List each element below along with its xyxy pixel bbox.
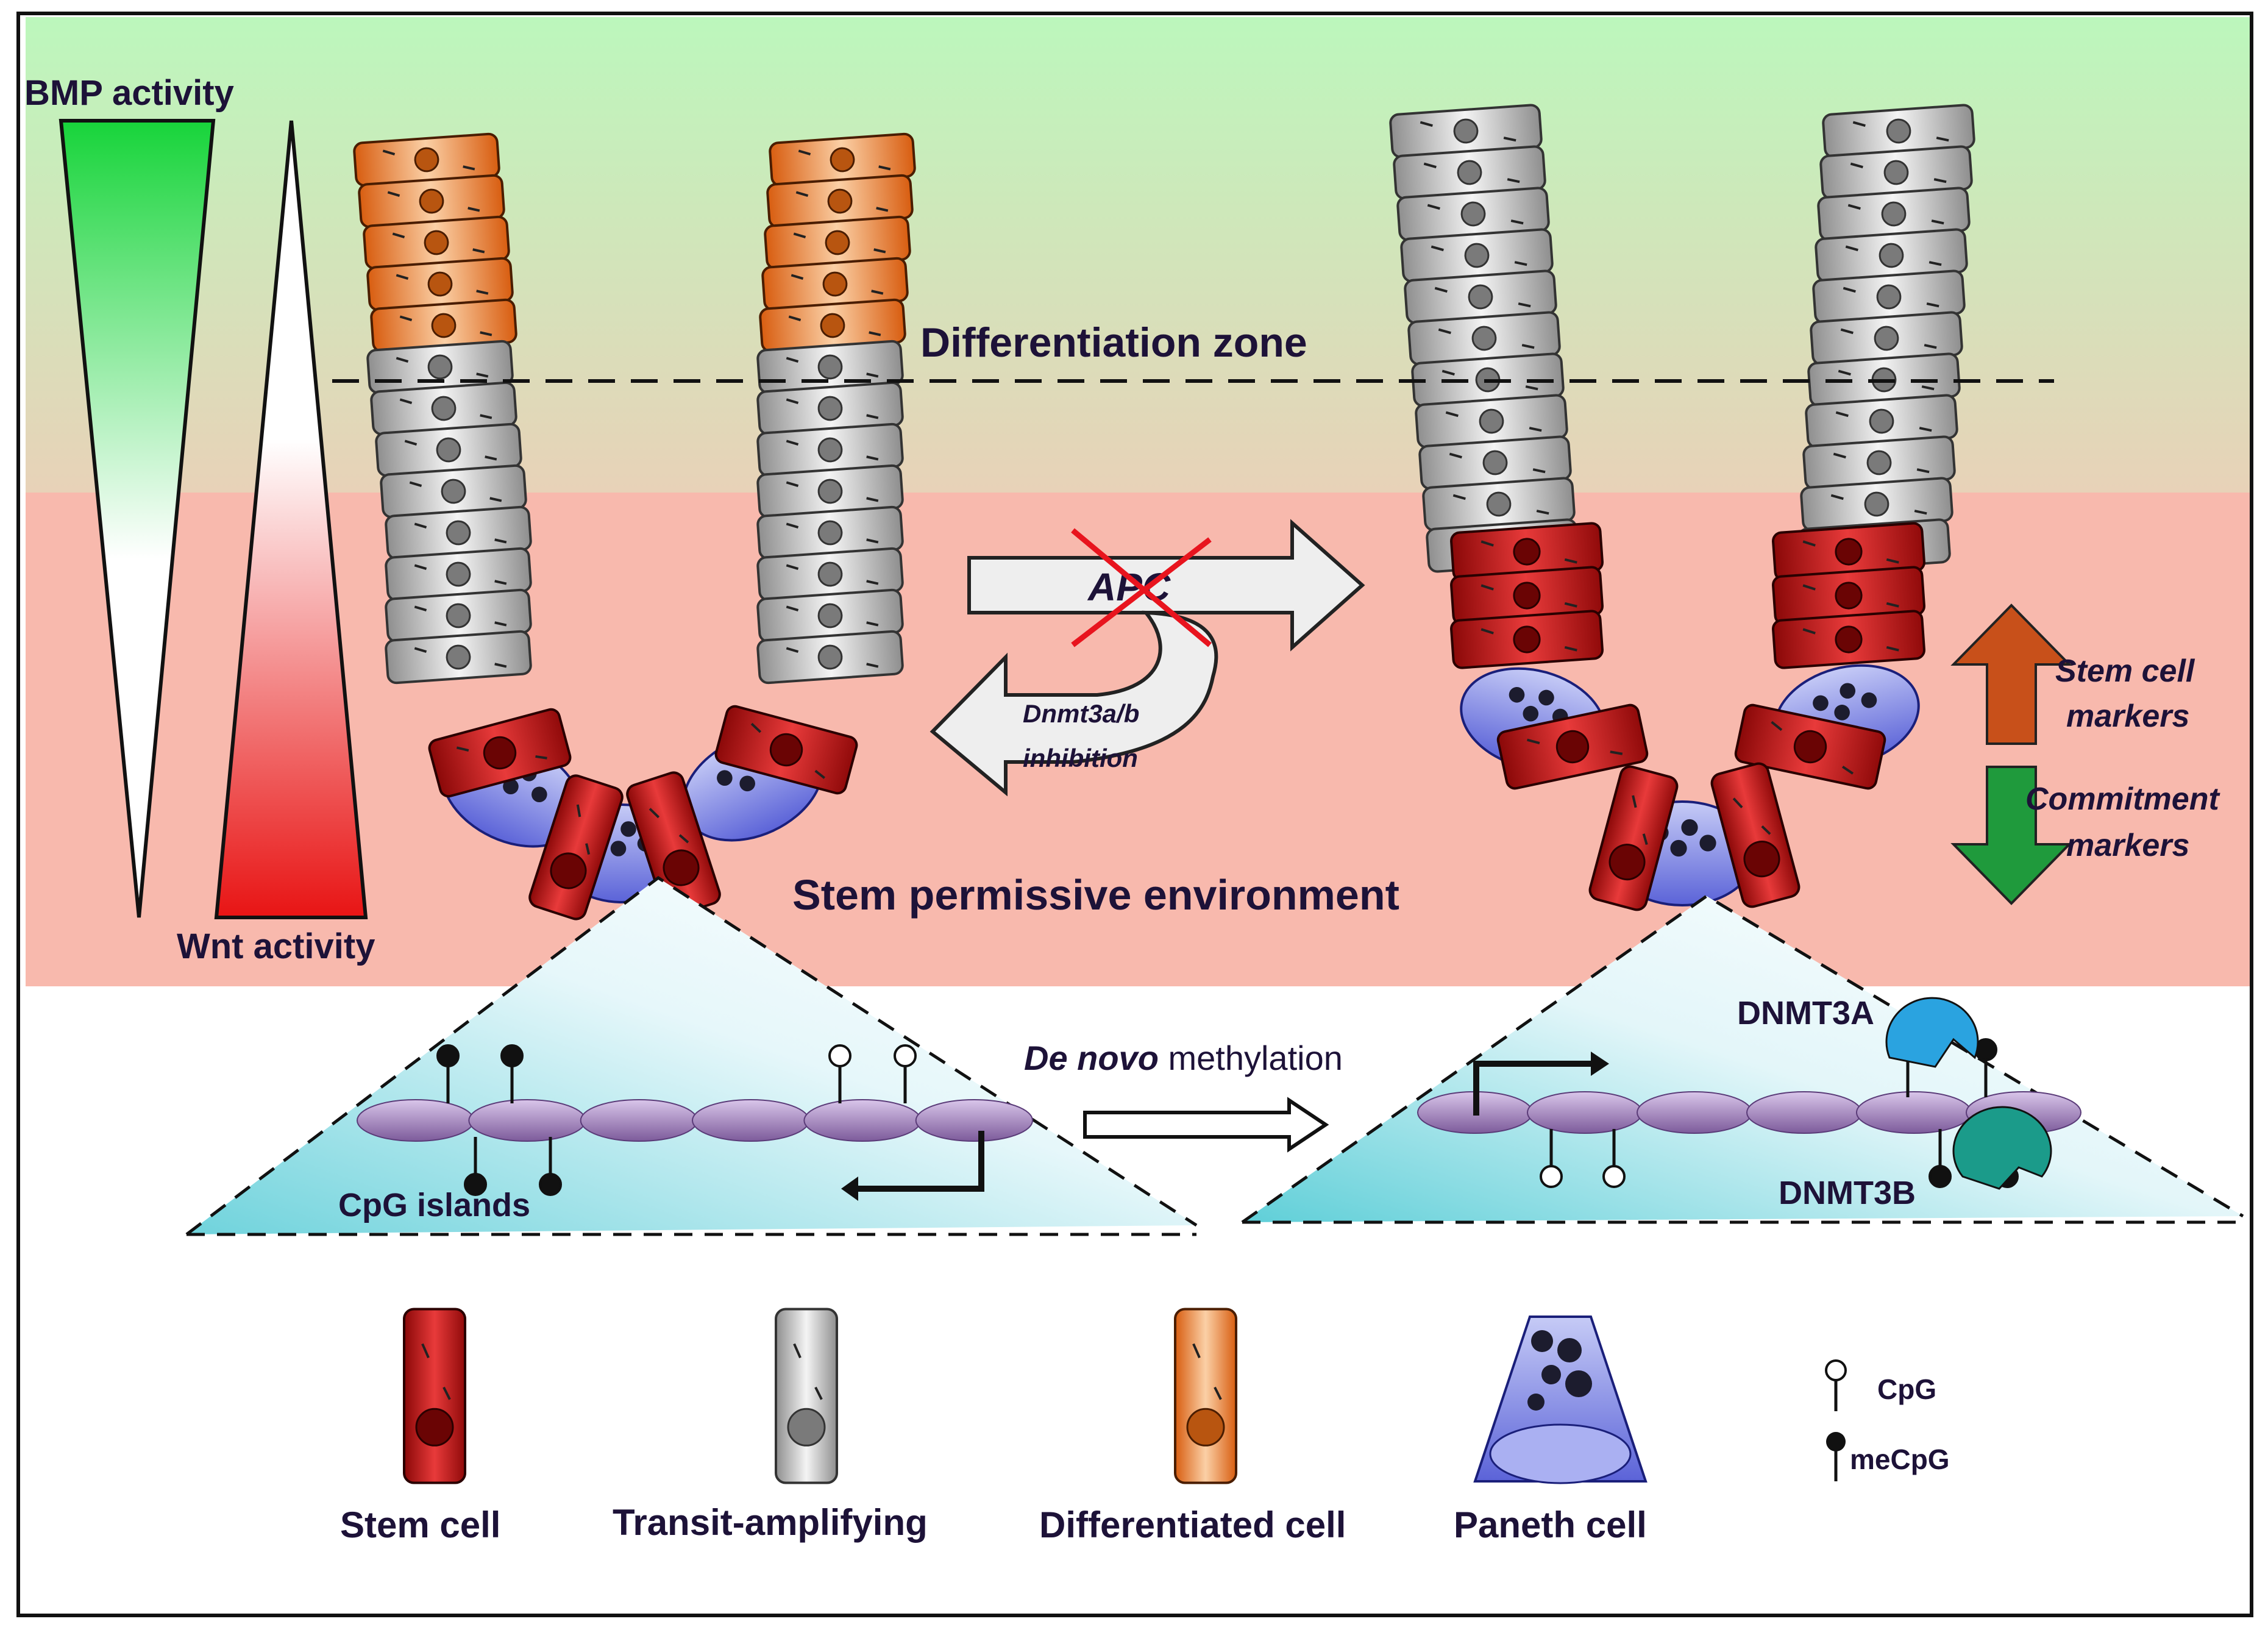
- stem-permissive-label: Stem permissive environment: [792, 871, 1399, 919]
- dnmt3b-label: DNMT3B: [1779, 1175, 1916, 1211]
- transit-cell: [385, 588, 532, 643]
- inhibition-label-line2: inhibition: [1023, 744, 1138, 772]
- stem-markers-label-line1: Stem cell: [2055, 653, 2195, 689]
- stem-cell: [428, 708, 572, 798]
- transit-cell: [1800, 477, 1953, 532]
- transit-cell: [756, 630, 904, 685]
- stem-cell: [1450, 566, 1604, 625]
- diff-cell: [366, 257, 514, 312]
- stem-cell: [1734, 703, 1886, 790]
- methylation-arrow: [1083, 1097, 1329, 1153]
- wnt-activity-label: Wnt activity: [177, 927, 375, 966]
- differentiation-zone-label: Differentiation zone: [920, 319, 1307, 366]
- legend-paneth-cell: [1473, 1315, 1648, 1484]
- transit-cell: [1810, 311, 1963, 366]
- stem-markers-label-line2: markers: [2066, 699, 2189, 734]
- stem-cell: [528, 774, 624, 920]
- transit-cell: [756, 588, 904, 643]
- legend-cpg-icon: [1825, 1359, 1847, 1411]
- commitment-markers-label-line1: Commitment: [2025, 781, 2220, 817]
- stem-cell: [1450, 522, 1604, 582]
- transit-cell: [756, 547, 904, 602]
- bmp-activity-label: BMP activity: [24, 73, 234, 113]
- wnt-gradient-triangle: [214, 120, 368, 919]
- crypt-apc-loss: [1389, 104, 1975, 911]
- legend-cpg-label: CpG: [1877, 1373, 1936, 1405]
- transit-cell: [370, 381, 517, 436]
- legend-stem-cell-label: Stem cell: [340, 1504, 500, 1545]
- dnmt3b-enzyme: [1952, 1106, 2052, 1190]
- diff-cell: [353, 132, 500, 187]
- dna-strand-unmethylated: [357, 1044, 1034, 1196]
- dnmt3a-label: DNMT3A: [1737, 995, 1874, 1031]
- stem-cell: [1710, 762, 1801, 908]
- transit-cell: [385, 505, 532, 560]
- transit-cell: [775, 1308, 838, 1484]
- transit-cell: [756, 422, 904, 477]
- stem-cell: [1496, 703, 1649, 790]
- stem-markers-up-arrow: [1950, 603, 2072, 745]
- transit-cell: [1400, 228, 1554, 283]
- legend-differentiated-label: Differentiated cell: [1039, 1504, 1346, 1545]
- zoom-left: [187, 878, 1196, 1234]
- diff-cell: [358, 174, 505, 229]
- methylation-title: De novo methylation: [1024, 1039, 1343, 1077]
- transit-cell: [385, 547, 532, 602]
- transit-cell: [1802, 435, 1956, 490]
- transit-cell: [1404, 269, 1557, 324]
- transit-cell: [1812, 269, 1966, 324]
- diff-cell: [370, 298, 517, 353]
- legend-mecpg-icon: [1826, 1432, 1846, 1481]
- legend-paneth-label: Paneth cell: [1454, 1504, 1647, 1545]
- transit-cell: [1418, 435, 1572, 490]
- bmp-gradient-triangle: [59, 119, 216, 918]
- diff-cell: [759, 298, 906, 353]
- crypt-normal: [353, 132, 916, 920]
- commitment-markers-down-arrow: [1950, 766, 2072, 905]
- legend-mecpg-label: meCpG: [1850, 1444, 1950, 1475]
- transit-cell: [1389, 104, 1543, 158]
- frame: [16, 12, 2253, 1617]
- legend: [403, 1308, 1648, 1484]
- diff-cell: [1174, 1308, 1237, 1484]
- transit-cell: [1822, 104, 1975, 158]
- reverse-arrow: [930, 610, 1218, 797]
- stem-cell: [403, 1308, 466, 1484]
- forward-arrow: [967, 519, 1365, 652]
- promoter-arrow-left: [858, 1131, 984, 1192]
- diff-cell: [769, 132, 916, 187]
- apc-deletion-cross-icon: [1071, 528, 1212, 647]
- stem-cell: [1588, 765, 1679, 911]
- stem-cell: [1450, 610, 1604, 669]
- transit-cell: [1407, 311, 1561, 366]
- inhibition-label-line1: Dnmt3a/b: [1023, 699, 1139, 728]
- diff-cell: [764, 215, 911, 270]
- transit-cell: [1415, 394, 1568, 449]
- legend-transit-label: Transit-amplifying: [613, 1502, 928, 1543]
- transit-cell: [1805, 394, 1958, 449]
- promoter-arrow-right: [1473, 1061, 1591, 1116]
- transit-cell: [385, 630, 532, 685]
- stem-cell: [1772, 610, 1925, 669]
- stem-cell: [714, 705, 858, 795]
- commitment-markers-label-line2: markers: [2066, 828, 2189, 863]
- dnmt3a-enzyme: [1885, 997, 1979, 1068]
- cpg-islands-label: CpG islands: [338, 1187, 530, 1223]
- stem-cell: [1772, 566, 1925, 625]
- transit-cell: [1422, 477, 1576, 532]
